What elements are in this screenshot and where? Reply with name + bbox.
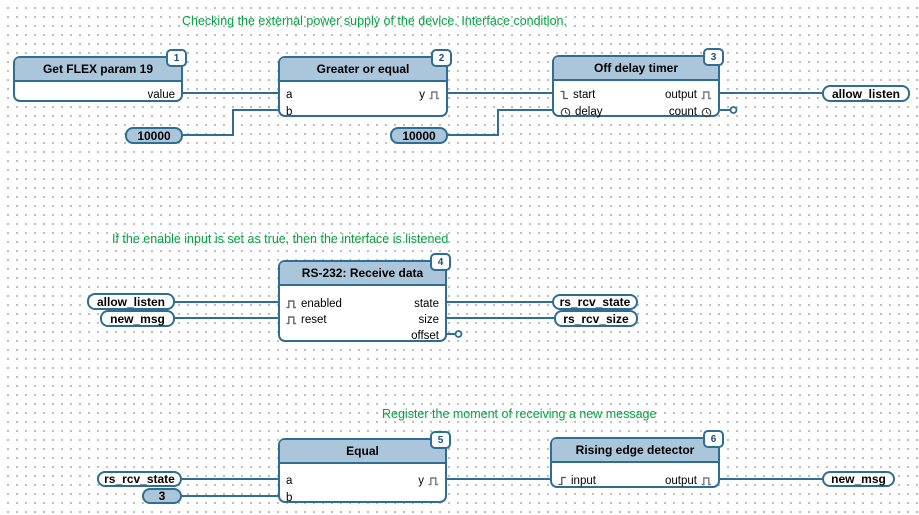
- pin-input-a[interactable]: a: [286, 88, 292, 102]
- pin-label: output: [665, 89, 697, 101]
- clock-icon: [560, 107, 571, 118]
- pin-label: input: [571, 475, 596, 487]
- block-rs232-receive-data[interactable]: 4 RS-232: Receive data enabled reset sta…: [278, 253, 451, 343]
- pin-label: count: [668, 106, 697, 118]
- pin-label: start: [573, 89, 596, 101]
- block-header[interactable]: Rising edge detector: [552, 439, 718, 463]
- rising-edge-icon: [558, 476, 567, 486]
- pin-input-start[interactable]: start: [560, 88, 595, 102]
- falling-edge-icon: [560, 90, 569, 100]
- block-equal[interactable]: 5 Equal a b y: [278, 431, 451, 505]
- pin-label: enabled: [301, 298, 342, 310]
- pin-input-reset[interactable]: reset: [286, 313, 327, 327]
- block-greater-or-equal[interactable]: 2 Greater or equal a b y: [278, 49, 452, 119]
- block-title: Get FLEX param 19: [42, 62, 154, 76]
- pin-output-count[interactable]: count: [669, 105, 712, 119]
- pin-input-input[interactable]: input: [558, 474, 596, 488]
- var-label-rs-rcv-state-read[interactable]: rs_rcv_state: [97, 471, 182, 487]
- pin-label: y: [418, 475, 424, 487]
- block-get-flex-param[interactable]: 1 Get FLEX param 19 value: [13, 49, 187, 102]
- block-header[interactable]: RS-232: Receive data: [280, 262, 445, 286]
- wire[interactable]: [183, 109, 278, 136]
- wire[interactable]: [447, 109, 552, 136]
- pin-label: a: [286, 475, 293, 487]
- pin-input-delay[interactable]: delay: [560, 105, 603, 119]
- pin-output-state[interactable]: state: [414, 297, 439, 311]
- pin-input-a[interactable]: a: [286, 474, 292, 488]
- pulse-icon: [701, 90, 712, 100]
- pin-output-size[interactable]: size: [419, 313, 439, 327]
- comment-text[interactable]: Checking the external power supply of th…: [182, 14, 567, 28]
- unconnected-terminator: [454, 330, 463, 338]
- var-label-new-msg-write[interactable]: new_msg: [822, 471, 895, 487]
- pin-label: offset: [411, 330, 439, 342]
- pin-input-b[interactable]: b: [286, 491, 292, 505]
- comment-text[interactable]: Register the moment of receiving a new m…: [382, 407, 657, 421]
- block-title: Greater or equal: [316, 62, 410, 76]
- block-title: Rising edge detector: [575, 443, 695, 457]
- pin-label: a: [286, 89, 293, 101]
- const-10000-a[interactable]: 10000: [125, 127, 183, 144]
- pin-output-output[interactable]: output: [665, 88, 712, 102]
- pin-label: output: [665, 475, 697, 487]
- var-label-new-msg-read[interactable]: new_msg: [100, 310, 175, 327]
- clock-icon: [701, 107, 712, 118]
- block-title: RS-232: Receive data: [301, 266, 424, 280]
- pin-output-y[interactable]: y: [418, 474, 439, 488]
- var-label-rs-rcv-size-write[interactable]: rs_rcv_size: [554, 310, 638, 327]
- block-number-badge: 4: [430, 253, 451, 271]
- block-header[interactable]: Off delay timer: [554, 57, 718, 81]
- block-title: Off delay timer: [593, 61, 679, 75]
- pin-label: b: [286, 492, 293, 504]
- pulse-icon: [286, 315, 297, 325]
- var-label-allow-listen-read[interactable]: allow_listen: [87, 293, 175, 310]
- block-number-badge: 2: [431, 49, 452, 67]
- pin-output-output[interactable]: output: [665, 474, 712, 488]
- block-header[interactable]: Equal: [280, 440, 445, 464]
- var-label-rs-rcv-state-write[interactable]: rs_rcv_state: [552, 294, 638, 310]
- block-number-badge: 1: [166, 49, 187, 67]
- block-number-badge: 5: [430, 431, 451, 449]
- pin-label: size: [418, 314, 439, 326]
- pulse-icon: [428, 476, 439, 486]
- pin-label: delay: [575, 106, 603, 118]
- pin-label: state: [414, 298, 439, 310]
- block-title: Equal: [346, 444, 379, 458]
- pulse-icon: [286, 299, 297, 309]
- block-number-badge: 3: [703, 48, 724, 66]
- pulse-icon: [701, 476, 712, 486]
- const-10000-b[interactable]: 10000: [390, 127, 448, 144]
- pin-output-offset[interactable]: offset: [411, 329, 439, 343]
- pin-input-enabled[interactable]: enabled: [286, 297, 342, 311]
- block-rising-edge-detector[interactable]: 6 Rising edge detector input output: [550, 430, 724, 488]
- pin-input-b[interactable]: b: [286, 105, 292, 119]
- block-off-delay-timer[interactable]: 3 Off delay timer start delay output cou…: [552, 48, 724, 119]
- pin-label: value: [147, 89, 176, 101]
- block-number-badge: 6: [703, 430, 724, 448]
- pin-label: y: [419, 89, 425, 101]
- const-3[interactable]: 3: [142, 488, 182, 504]
- pin-output-value[interactable]: value: [148, 88, 176, 102]
- pin-output-y[interactable]: y: [419, 88, 440, 102]
- var-label-allow-listen-write[interactable]: allow_listen: [822, 85, 910, 102]
- block-header[interactable]: Greater or equal: [280, 58, 446, 82]
- block-header[interactable]: Get FLEX param 19: [15, 58, 181, 82]
- pulse-icon: [429, 90, 440, 100]
- pin-label: reset: [301, 314, 327, 326]
- pin-label: b: [286, 106, 293, 118]
- unconnected-terminator: [729, 106, 738, 114]
- comment-text[interactable]: If the enable input is set as true, then…: [112, 232, 449, 246]
